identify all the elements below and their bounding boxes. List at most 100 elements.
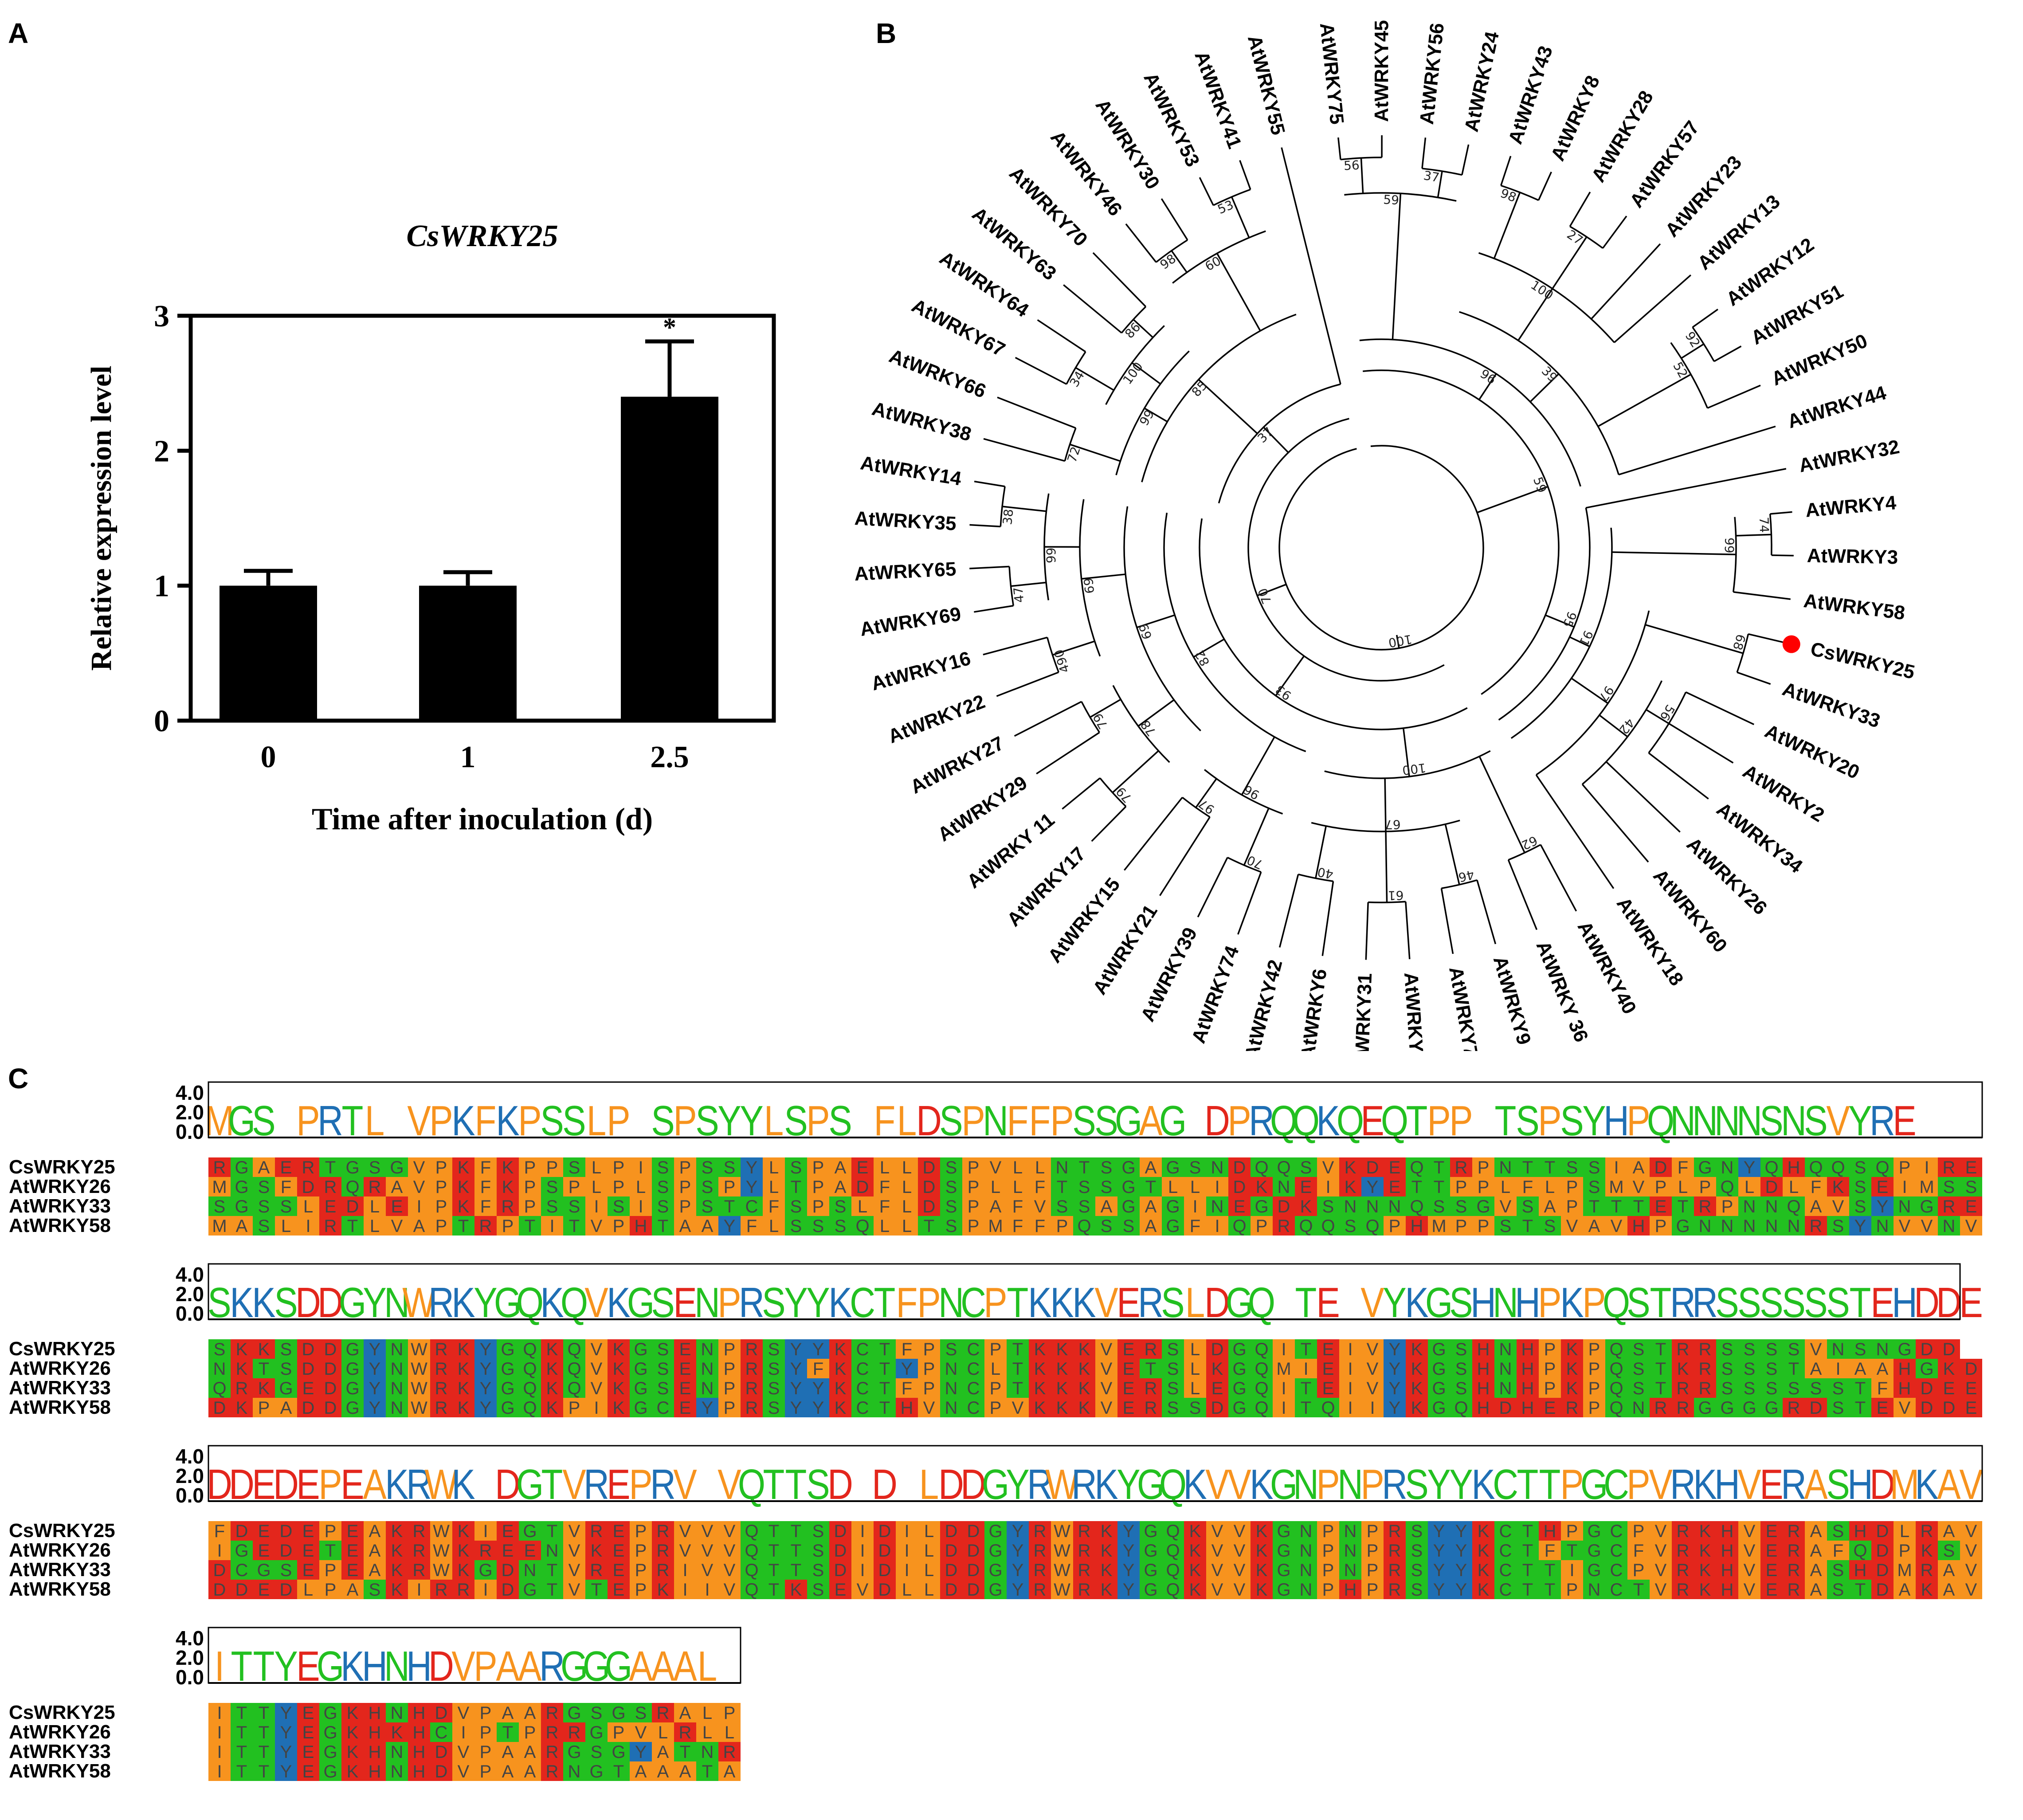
residue-cell xyxy=(231,1339,253,1359)
residue-cell xyxy=(1384,1157,1406,1177)
residue: R xyxy=(1677,1340,1690,1359)
residue: Y xyxy=(1433,1561,1445,1580)
residue: N xyxy=(945,1398,958,1418)
residue-cell xyxy=(364,1216,386,1236)
residue: Q xyxy=(1454,1398,1468,1418)
residue: I xyxy=(860,1541,865,1561)
residue-cell xyxy=(408,1177,430,1196)
clade-arc xyxy=(1508,844,1541,861)
residue: P xyxy=(613,1177,625,1197)
residue: P xyxy=(679,1177,691,1197)
residue-cell xyxy=(962,1196,984,1216)
clade-stem xyxy=(1231,196,1250,238)
logo-letter: S xyxy=(274,1279,298,1326)
residue: E xyxy=(302,1742,314,1762)
residue: V xyxy=(1655,1561,1667,1580)
residue-cell xyxy=(497,1196,519,1216)
residue: F xyxy=(1833,1541,1843,1561)
residue: Y xyxy=(1123,1541,1135,1561)
residue: A xyxy=(679,1762,691,1781)
residue-cell xyxy=(1539,1177,1561,1196)
residue: T xyxy=(1012,1359,1023,1379)
residue: T xyxy=(591,1580,602,1600)
residue: A xyxy=(280,1398,292,1418)
residue-cell xyxy=(408,1216,430,1236)
residue: S xyxy=(1832,1398,1844,1418)
residue: G xyxy=(1920,1197,1933,1216)
residue-cell xyxy=(474,1177,497,1196)
residue: H xyxy=(1521,1379,1534,1398)
residue-cell xyxy=(741,1157,763,1177)
residue: S xyxy=(657,1177,669,1197)
logo-letter: F xyxy=(874,1097,896,1145)
clade-stem xyxy=(1195,778,1217,808)
residue-cell xyxy=(785,1196,807,1216)
residue: K xyxy=(1078,1359,1090,1379)
residue: H xyxy=(1477,1398,1490,1418)
logo-scale-label: 0.0 xyxy=(176,1484,204,1507)
residue: K xyxy=(1256,1580,1268,1600)
residue: D xyxy=(1965,1359,1978,1379)
residue: R xyxy=(213,1158,226,1177)
residue: L xyxy=(1545,1177,1555,1197)
residue-cell xyxy=(541,1339,563,1359)
logo-letter: K xyxy=(828,1279,852,1326)
residue: G xyxy=(390,1158,404,1177)
residue: Q xyxy=(1166,1522,1180,1541)
residue: V xyxy=(413,1177,425,1197)
residue-cell xyxy=(1095,1177,1117,1196)
residue-cell xyxy=(275,1216,297,1236)
residue: F xyxy=(1190,1216,1200,1236)
clade-arc xyxy=(1123,506,1201,732)
logo-letter: Y xyxy=(363,1279,386,1326)
residue: T xyxy=(259,1742,269,1762)
residue: N xyxy=(391,1359,404,1379)
residue: K xyxy=(1189,1580,1201,1600)
residue: D xyxy=(1765,1177,1778,1197)
residue: K xyxy=(1478,1561,1490,1580)
logo-letter: N xyxy=(1714,1097,1740,1145)
residue-cell xyxy=(962,1216,984,1236)
logo-letter: S xyxy=(1715,1279,1739,1326)
residue: R xyxy=(745,1359,758,1379)
residue-cell xyxy=(1384,1177,1406,1196)
residue: A xyxy=(1854,1359,1866,1379)
residue-cell xyxy=(1295,1196,1317,1216)
residue-cell xyxy=(1916,1157,1938,1177)
residue: K xyxy=(1699,1541,1711,1561)
leaf-label: AtWRKY22 xyxy=(885,690,988,747)
residue-cell xyxy=(696,1339,718,1359)
residue: G xyxy=(235,1541,248,1561)
leaf-label: AtWRKY9 xyxy=(1489,954,1535,1047)
residue: K xyxy=(236,1340,248,1359)
residue: V xyxy=(568,1580,580,1600)
residue: N xyxy=(1721,1158,1734,1177)
residue-cell xyxy=(851,1216,874,1236)
logo-letter: T xyxy=(1295,1279,1317,1326)
logo-letter: G xyxy=(494,1279,521,1326)
logo-letter: A xyxy=(1139,1097,1162,1145)
residue-cell xyxy=(585,1177,608,1196)
residue: I xyxy=(1348,1398,1353,1418)
residue-cell xyxy=(1406,1216,1428,1236)
residue: Q xyxy=(212,1379,226,1398)
residue: S xyxy=(1101,1216,1113,1236)
residue-cell xyxy=(1938,1177,1960,1196)
x-tick-label: 0 xyxy=(261,740,276,774)
residue: D xyxy=(1233,1158,1246,1177)
residue-cell xyxy=(1783,1177,1805,1196)
residue-cell xyxy=(984,1177,1007,1196)
residue: S xyxy=(1101,1158,1113,1177)
residue: P xyxy=(1633,1522,1645,1541)
residue: S xyxy=(1189,1158,1201,1177)
residue-cell xyxy=(1184,1216,1206,1236)
logo-letter: N xyxy=(1692,1097,1718,1145)
residue: P xyxy=(635,1580,647,1600)
logo-letter: F xyxy=(1007,1097,1029,1145)
residue-cell xyxy=(430,1157,452,1177)
residue: G xyxy=(589,1723,603,1742)
residue-cell xyxy=(541,1177,563,1196)
residue: A xyxy=(1145,1197,1157,1216)
residue: D xyxy=(945,1522,958,1541)
residue: S xyxy=(1566,1158,1578,1177)
